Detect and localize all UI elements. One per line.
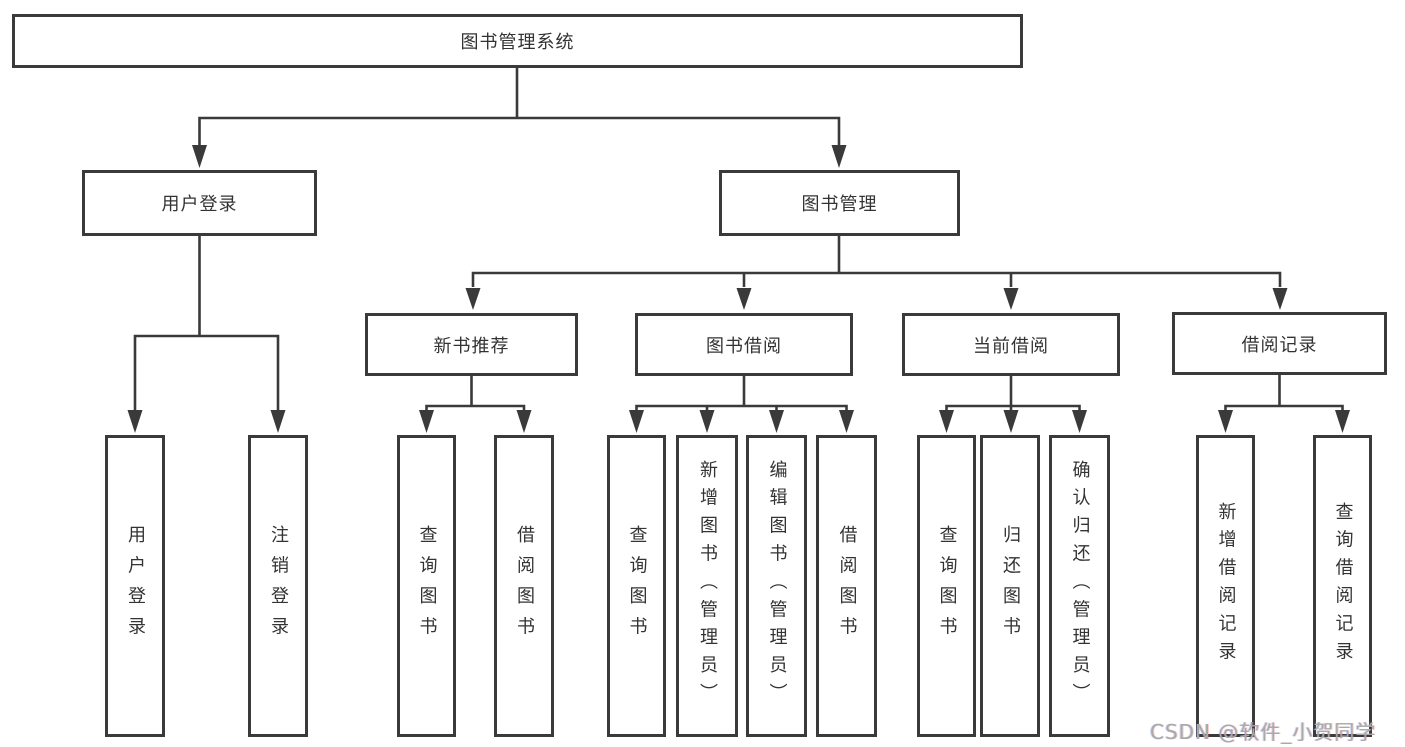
leaf-borrow-book: 借阅图书 xyxy=(816,435,877,737)
node-book-borrow-label: 图书借阅 xyxy=(706,335,782,357)
leaf-newbook-query-book-label: 查询图书 xyxy=(416,524,438,648)
node-user-login-label: 用户登录 xyxy=(161,194,238,215)
node-new-book-recommend-label: 新书推荐 xyxy=(433,335,510,357)
node-book-management: 图书管理 xyxy=(719,170,960,236)
connector-root-to-level2 xyxy=(198,68,841,145)
csdn-watermark: CSDN @软件_小贺同学 xyxy=(1150,720,1377,744)
leaf-newbook-query-book: 查询图书 xyxy=(397,435,456,737)
node-borrow-record: 借阅记录 xyxy=(1172,312,1387,375)
node-book-borrow: 图书借阅 xyxy=(635,313,853,376)
connector-currentborrow-to-leaves xyxy=(945,376,1081,410)
node-root-label: 图书管理系统 xyxy=(460,32,575,53)
leaf-current-query-book: 查询图书 xyxy=(917,435,976,737)
node-new-book-recommend: 新书推荐 xyxy=(365,313,578,376)
leaf-user-login-label: 用户登录 xyxy=(125,524,146,648)
leaf-query-borrow-record-label: 查询借阅记录 xyxy=(1332,502,1354,670)
leaf-borrow-book-label: 借阅图书 xyxy=(836,524,858,648)
leaf-query-borrow-record: 查询借阅记录 xyxy=(1313,435,1372,737)
leaf-logout: 注销登录 xyxy=(248,435,308,737)
leaf-add-borrow-record: 新增借阅记录 xyxy=(1196,435,1255,737)
leaf-confirm-return-admin-label: 确认归还（管理员） xyxy=(1069,460,1091,712)
leaf-confirm-return-admin: 确认归还（管理员） xyxy=(1049,435,1110,737)
leaf-borrow-query-book: 查询图书 xyxy=(607,435,666,737)
leaf-user-login: 用户登录 xyxy=(105,435,165,737)
connector-bookborrow-to-leaves xyxy=(635,376,848,410)
node-book-management-label: 图书管理 xyxy=(801,194,878,215)
connector-bookmgmt-to-level3 xyxy=(471,236,1282,287)
leaf-current-query-book-label: 查询图书 xyxy=(936,524,958,648)
node-user-login: 用户登录 xyxy=(82,170,317,236)
connector-userlogin-to-leaves xyxy=(133,236,280,410)
leaf-logout-label: 注销登录 xyxy=(268,524,289,648)
leaf-borrow-query-book-label: 查询图书 xyxy=(626,524,648,648)
leaf-add-borrow-record-label: 新增借阅记录 xyxy=(1215,502,1237,670)
node-current-borrow-label: 当前借阅 xyxy=(973,335,1049,357)
leaf-edit-book-admin-label: 编辑图书（管理员） xyxy=(766,460,788,712)
node-current-borrow: 当前借阅 xyxy=(902,313,1120,376)
leaf-add-book-admin-label: 新增图书（管理员） xyxy=(697,460,718,712)
leaf-newbook-borrow-book: 借阅图书 xyxy=(494,435,554,737)
node-borrow-record-label: 借阅记录 xyxy=(1241,334,1318,356)
leaf-return-book: 归还图书 xyxy=(980,435,1040,737)
connector-borrowrecord-to-leaves xyxy=(1224,375,1344,410)
leaf-newbook-borrow-book-label: 借阅图书 xyxy=(514,524,535,648)
leaf-add-book-admin: 新增图书（管理员） xyxy=(676,435,738,737)
connector-newbook-to-leaves xyxy=(425,376,526,410)
leaf-return-book-label: 归还图书 xyxy=(1000,524,1021,648)
arrowheads xyxy=(127,145,1350,433)
node-root-system: 图书管理系统 xyxy=(12,14,1023,68)
leaf-edit-book-admin: 编辑图书（管理员） xyxy=(746,435,807,737)
